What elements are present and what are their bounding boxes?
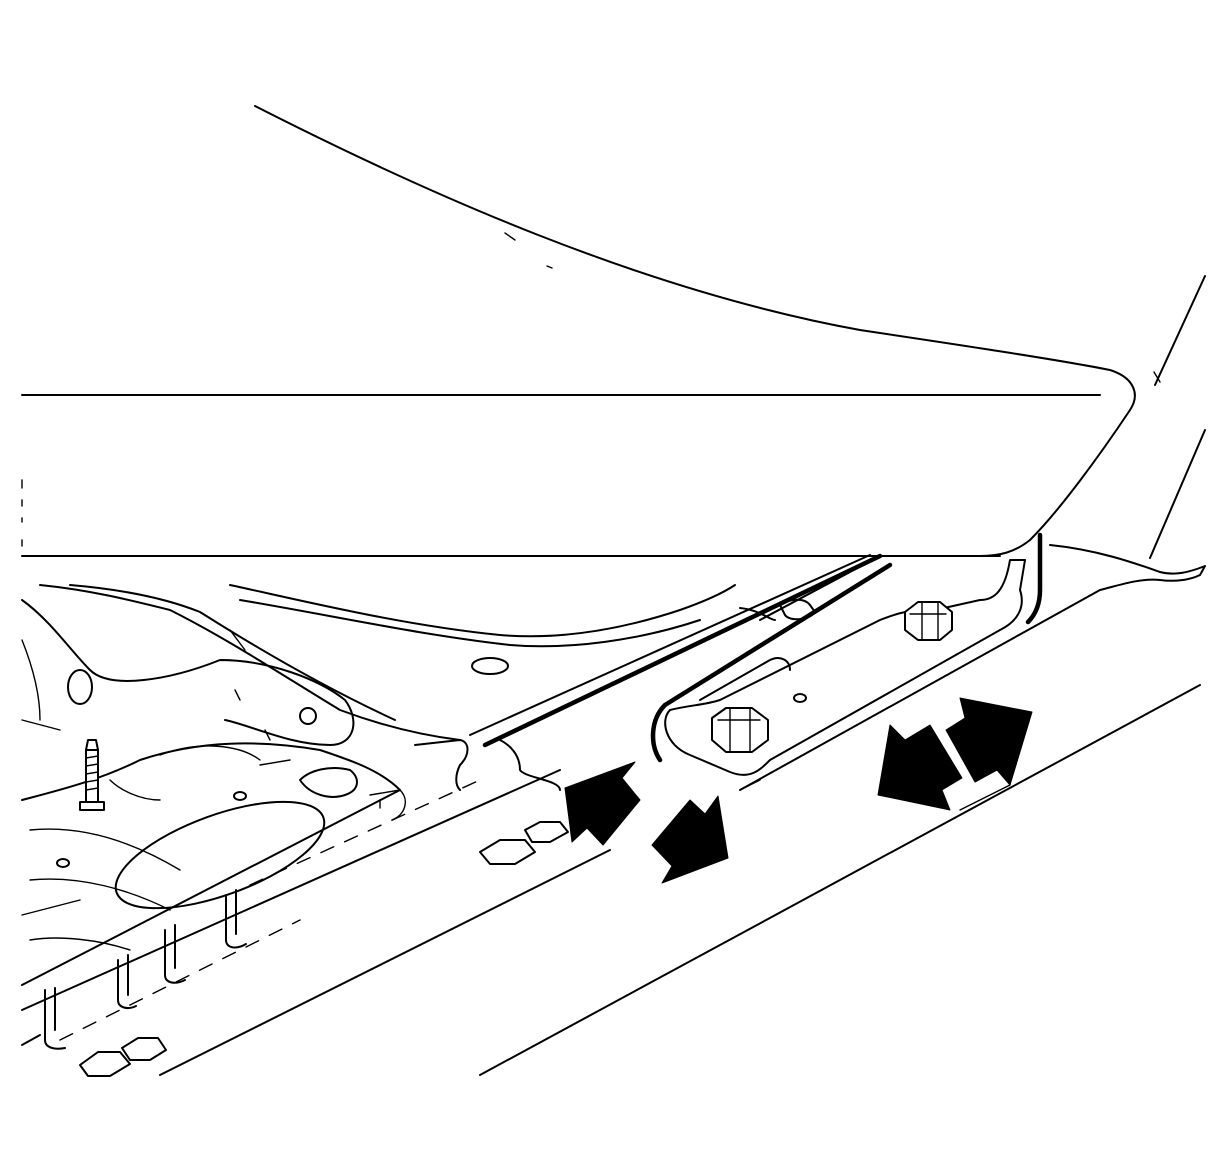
stud-bolt	[79, 739, 105, 811]
floor-slots	[79, 821, 569, 1077]
bolt-rear	[904, 601, 953, 641]
floor-dashes	[59, 779, 1011, 1041]
seat-track-rails	[414, 553, 1001, 791]
arrow-3	[877, 724, 963, 811]
arrow-4	[945, 697, 1033, 786]
floor-pan	[21, 544, 1206, 1076]
floor-opening	[21, 742, 401, 986]
bolt-front	[711, 707, 769, 753]
arrow-1	[564, 761, 641, 846]
arrow-2	[651, 795, 729, 884]
seat-back-edge	[1149, 275, 1206, 559]
seat-frame	[21, 584, 736, 746]
seat-cushion	[21, 105, 1136, 557]
floor-tabs	[44, 889, 247, 1050]
